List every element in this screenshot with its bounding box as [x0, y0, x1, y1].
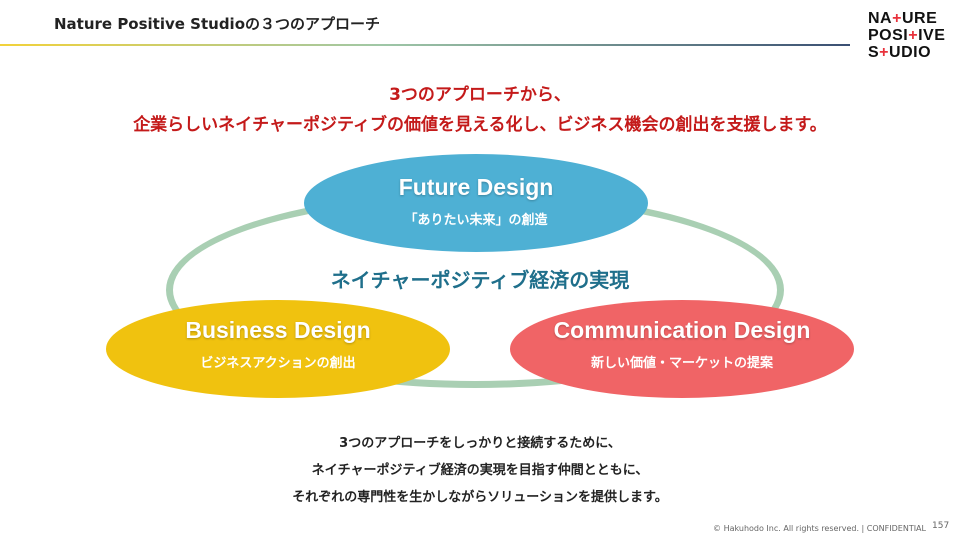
closing-line-3: それぞれの専門性を生かしながらソリューションを提供します。	[292, 490, 668, 505]
future-design-node: Future Design 「ありたい未来」の創造	[304, 154, 648, 252]
node-title: Business Design	[185, 317, 371, 343]
closing-line-1: 3つのアプローチをしっかりと接続するために、	[339, 436, 621, 451]
node-subtitle: ビジネスアクションの創出	[200, 356, 356, 371]
communication-design-node: Communication Design 新しい価値・マーケットの提案	[510, 300, 854, 398]
page-title: Nature Positive Studioの３つのアプローチ	[54, 15, 381, 33]
closing-line-2: ネイチャーポジティブ経済の実現を目指す仲間とともに、	[311, 463, 649, 478]
business-design-node: Business Design ビジネスアクションの創出	[106, 300, 450, 398]
node-title: Future Design	[398, 174, 554, 200]
lead-line-1: 3つのアプローチから、	[389, 85, 571, 105]
center-goal-label: ネイチャーポジティブ経済の実現	[330, 268, 630, 292]
node-subtitle: 「ありたい未来」の創造	[404, 213, 548, 228]
copyright-notice: © Hakuhodo Inc. All rights reserved. | C…	[713, 524, 926, 533]
page-number: 157	[932, 521, 950, 531]
nature-positive-studio-logo: NA+URE POSI+IVE S+UDIO	[868, 10, 946, 61]
node-title: Communication Design	[553, 317, 811, 343]
lead-line-2: 企業らしいネイチャーポジティブの価値を見える化し、ビジネス機会の創出を支援します…	[133, 115, 827, 135]
header-divider	[0, 44, 850, 46]
node-subtitle: 新しい価値・マーケットの提案	[590, 356, 773, 371]
